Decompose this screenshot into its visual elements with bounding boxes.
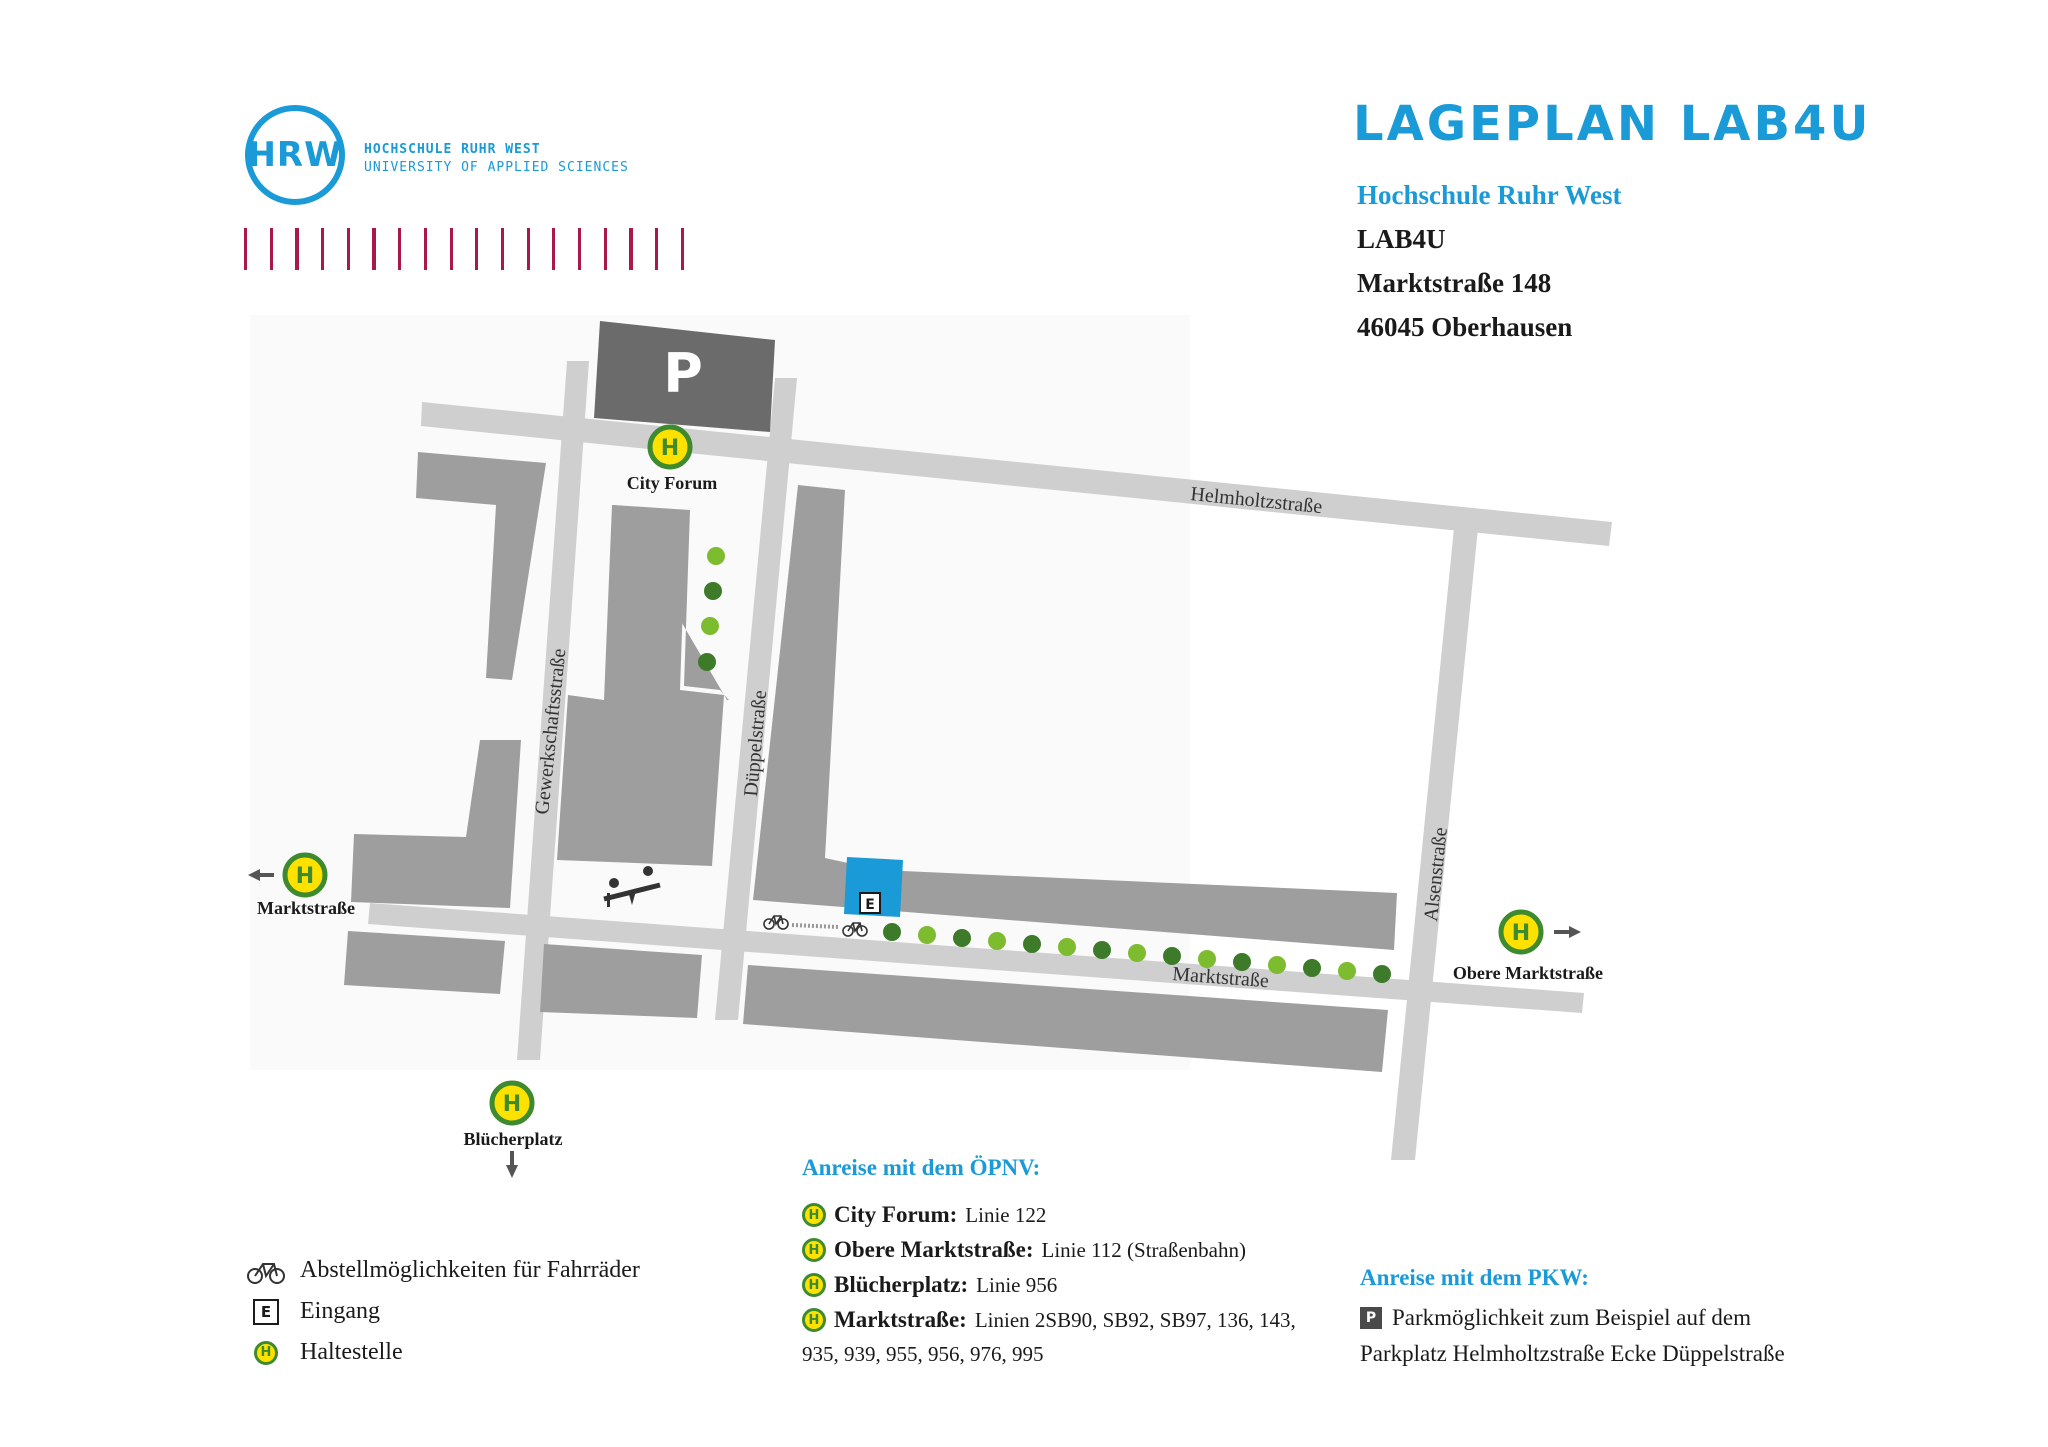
- entrance-marker: [859, 892, 881, 914]
- bus-stop-icon: [285, 855, 325, 895]
- opnv-lines: Linie 122: [965, 1202, 1047, 1227]
- bicycle-icon: [246, 1258, 286, 1284]
- arrow-right-icon: [1569, 926, 1581, 938]
- tree: [1338, 962, 1356, 980]
- opnv-stop-name: Blücherplatz:: [834, 1272, 969, 1297]
- address-street: Marktstraße 148: [1357, 268, 1552, 298]
- tree: [1058, 938, 1076, 956]
- tree: [1233, 953, 1251, 971]
- tree: [701, 617, 719, 635]
- entrance-icon: E: [253, 1298, 279, 1325]
- dueppelstrasse-road: [715, 378, 797, 1020]
- legend-stop: H Haltestelle: [246, 1339, 403, 1366]
- opnv-lines-continuation: 935, 939, 955, 956, 976, 995: [802, 1342, 1044, 1366]
- pkw-heading: Anreise mit dem PKW:: [1360, 1265, 1589, 1290]
- tree: [1373, 965, 1391, 983]
- arrow-down-icon: [506, 1165, 518, 1178]
- opnv-heading: Anreise mit dem ÖPNV:: [802, 1155, 1041, 1180]
- pkw-text-1: Parkmöglichkeit zum Beispiel auf dem: [1392, 1305, 1751, 1330]
- trees-markt: [883, 923, 1391, 983]
- tree: [988, 932, 1006, 950]
- legend-stop-label: Haltestelle: [300, 1339, 403, 1365]
- stop-label-city-forum: City Forum: [627, 473, 717, 493]
- stop-label-bluecherplatz: Blücherplatz: [464, 1129, 563, 1149]
- legend-entrance: E Eingang: [246, 1298, 380, 1325]
- bus-stop-icon: [1501, 912, 1541, 952]
- logo-subtitle: UNIVERSITY OF APPLIED SCIENCES: [364, 160, 629, 175]
- bus-stop-icon: [492, 1083, 532, 1123]
- tree: [1163, 947, 1181, 965]
- tree: [698, 653, 716, 671]
- parking-symbol: P: [663, 342, 703, 405]
- logo-name: HOCHSCHULE RUHR WEST: [364, 142, 541, 157]
- parking-icon: P: [1360, 1307, 1382, 1329]
- opnv-row: H City Forum: Linie 122: [802, 1202, 1046, 1228]
- arrow-left-icon: [248, 869, 260, 881]
- building: [344, 931, 505, 994]
- legend-bike: Abstellmöglichkeiten für Fahrräder: [246, 1257, 640, 1284]
- bus-stop-icon: H: [802, 1308, 826, 1332]
- bus-stop-icon: H: [802, 1238, 826, 1262]
- logo-mark: HRW: [247, 135, 343, 175]
- hrw-logo: HRW: [245, 105, 345, 205]
- tree: [1023, 935, 1041, 953]
- building: [540, 944, 702, 1018]
- opnv-row: H Blücherplatz: Linie 956: [802, 1272, 1057, 1298]
- logo-stripes: [244, 228, 684, 270]
- marktstrasse-road: [368, 903, 1584, 1013]
- bus-stop-icon: H: [802, 1273, 826, 1297]
- building: [753, 485, 1397, 950]
- tree: [1303, 959, 1321, 977]
- tree: [1268, 956, 1286, 974]
- opnv-stop-name: Marktstraße:: [834, 1307, 967, 1332]
- playground-icon: [603, 866, 661, 907]
- tree: [1093, 941, 1111, 959]
- bus-stop-icon: H: [254, 1340, 278, 1365]
- tree: [704, 582, 722, 600]
- tree: [1128, 944, 1146, 962]
- building: [351, 740, 521, 908]
- parking-lot: [594, 321, 775, 432]
- opnv-lines: Linie 956: [976, 1272, 1058, 1297]
- helmholtzstrasse-road: [421, 402, 1612, 546]
- legend-bike-label: Abstellmöglichkeiten für Fahrräder: [300, 1257, 640, 1283]
- opnv-lines: Linie 112 (Straßenbahn): [1041, 1237, 1247, 1262]
- streets: [368, 361, 1612, 1160]
- address-city: 46045 Oberhausen: [1357, 312, 1573, 342]
- gewerkschaftsstrasse-road: [517, 361, 589, 1060]
- lab4u-entrance-building: [844, 857, 903, 917]
- opnv-lines: Linien 2SB90, SB92, SB97, 136, 143,: [974, 1307, 1296, 1332]
- tree: [918, 926, 936, 944]
- address-lab: LAB4U: [1357, 224, 1446, 254]
- tree: [707, 547, 725, 565]
- legend-entrance-label: Eingang: [300, 1298, 380, 1324]
- stop-label-obere-marktstrasse: Obere Marktstraße: [1453, 963, 1603, 983]
- tree: [953, 929, 971, 947]
- tree: [1198, 950, 1216, 968]
- alsenstrasse-road: [1391, 528, 1478, 1160]
- stop-label-marktstrasse: Marktstraße: [257, 898, 355, 918]
- building: [416, 452, 546, 680]
- address-institution: Hochschule Ruhr West: [1357, 180, 1622, 210]
- page-title: LAGEPLAN LAB4U: [1353, 96, 1872, 152]
- opnv-stop-name: Obere Marktstraße:: [834, 1237, 1034, 1262]
- trees-dueppel: [698, 547, 725, 671]
- opnv-row: H Obere Marktstraße: Linie 112 (Straßenb…: [802, 1237, 1246, 1263]
- building: [557, 505, 724, 866]
- entrance-symbol: E: [865, 897, 875, 913]
- bus-stop-icon: [650, 427, 690, 467]
- opnv-row: H Marktstraße: Linien 2SB90, SB92, SB97,…: [802, 1307, 1296, 1333]
- pkw-line-1: P Parkmöglichkeit zum Beispiel auf dem: [1360, 1305, 1751, 1331]
- tree: [883, 923, 901, 941]
- bus-stop-icon: H: [802, 1203, 826, 1227]
- pkw-text-2: Parkplatz Helmholtzstraße Ecke Düppelstr…: [1360, 1341, 1785, 1366]
- opnv-stop-name: City Forum:: [834, 1202, 958, 1227]
- building: [743, 965, 1388, 1072]
- buildings: [344, 452, 1397, 1072]
